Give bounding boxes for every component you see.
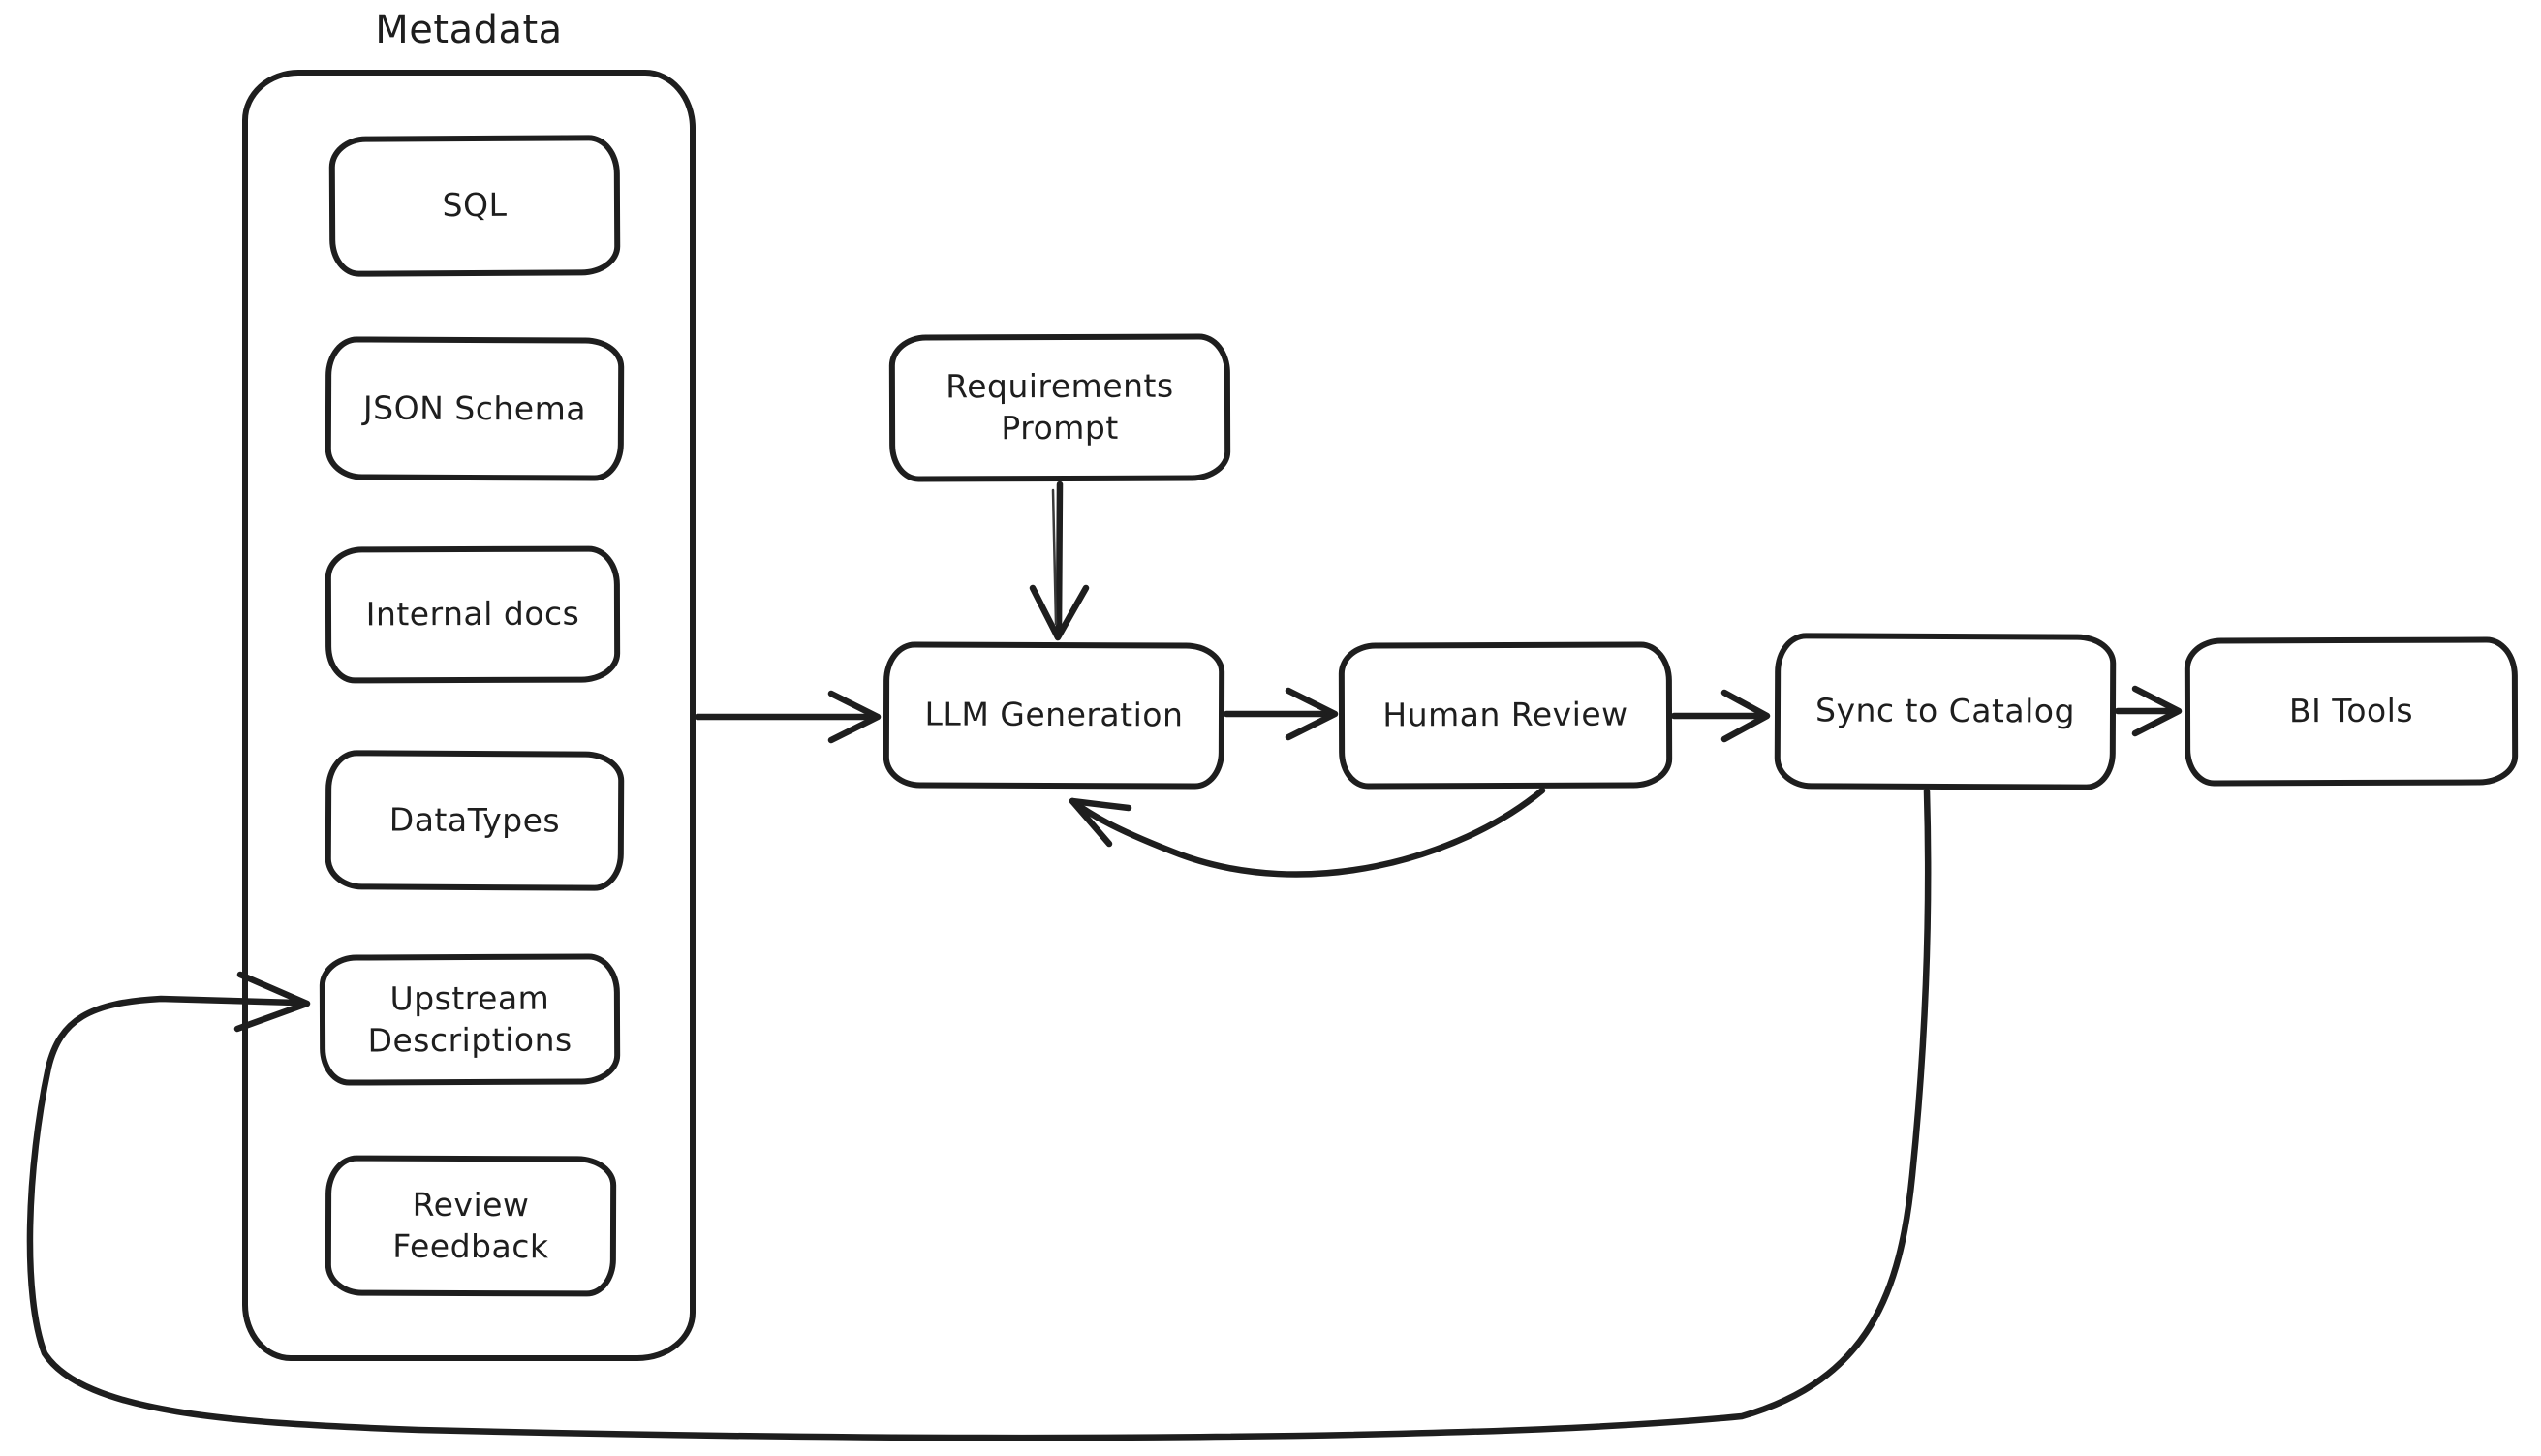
node-sync-to-catalog-label: Sync to Catalog (1814, 691, 2076, 730)
node-requirements-prompt-label: Requirements Prompt (945, 366, 1174, 448)
node-sql-label: SQL (442, 185, 508, 225)
node-upstream-descriptions: Upstream Descriptions (319, 953, 621, 1086)
node-datatypes-label: DataTypes (388, 800, 561, 840)
node-internal-docs-label: Internal docs (365, 594, 580, 634)
node-upstream-descriptions-label: Upstream Descriptions (367, 978, 573, 1059)
edge-sync-to-catalog-to-bi-tools (2114, 685, 2183, 737)
group-metadata-label: Metadata (375, 8, 563, 52)
node-human-review-label: Human Review (1382, 695, 1628, 734)
edge-human-review-to-llm-generation-feedback (1069, 787, 1546, 878)
node-human-review: Human Review (1338, 641, 1673, 790)
node-datatypes: DataTypes (325, 750, 625, 891)
node-requirements-prompt: Requirements Prompt (888, 333, 1231, 482)
node-bi-tools-label: BI Tools (2288, 691, 2414, 730)
edge-human-review-to-sync-to-catalog (1670, 689, 1771, 743)
node-llm-generation: LLM Generation (883, 641, 1225, 790)
node-review-feedback-label: Review Feedback (392, 1185, 549, 1265)
node-internal-docs: Internal docs (325, 545, 621, 684)
node-sync-to-catalog: Sync to Catalog (1774, 633, 2117, 790)
node-sql: SQL (328, 135, 621, 277)
edge-llm-generation-to-human-review (1223, 687, 1339, 741)
node-bi-tools: BI Tools (2184, 636, 2519, 787)
node-json-schema-label: JSON Schema (362, 388, 587, 428)
node-review-feedback: Review Feedback (325, 1155, 617, 1297)
edge-metadata-to-llm-generation (694, 690, 882, 744)
node-json-schema: JSON Schema (325, 336, 625, 481)
edge-requirements-prompt-to-llm-generation (1029, 480, 1090, 641)
node-llm-generation-label: LLM Generation (924, 695, 1184, 734)
